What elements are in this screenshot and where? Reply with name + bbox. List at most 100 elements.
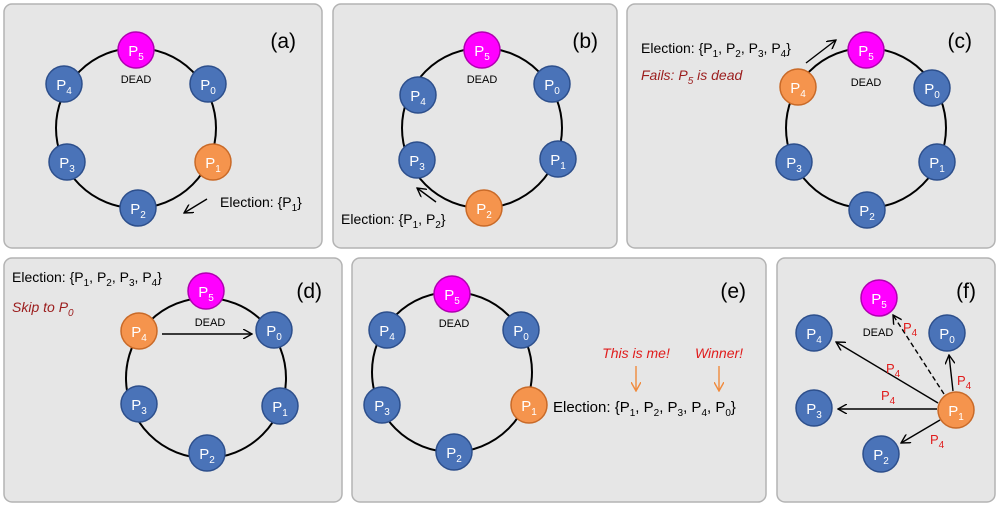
node-p0: P0 (502, 311, 540, 349)
svg-text:P3: P3 (786, 155, 802, 175)
node-p4: P4 (368, 311, 406, 349)
svg-text:P3: P3 (374, 398, 390, 418)
svg-text:P5: P5 (858, 43, 874, 63)
svg-text:P4: P4 (379, 323, 395, 343)
coordinator-arrow-p2 (901, 419, 941, 443)
node-p0: P0 (928, 314, 966, 352)
svg-text:P0: P0 (939, 326, 955, 346)
svg-text:P3: P3 (59, 155, 75, 175)
panel-c: (c) P5 DEAD P0 P4 P1 P3 P2 Election: {P1… (626, 3, 996, 249)
node-p2: P2 (465, 189, 503, 227)
dead-label: DEAD (851, 77, 882, 89)
svg-text:P5: P5 (198, 284, 214, 304)
node-p5: P5 (117, 31, 155, 69)
node-p4: P4 (795, 314, 833, 352)
node-p3: P3 (398, 141, 436, 179)
node-p3: P3 (48, 143, 86, 181)
message-arrow (184, 198, 208, 213)
svg-text:P5: P5 (444, 287, 460, 307)
node-p5: P5 (463, 31, 501, 69)
svg-text:P0: P0 (200, 77, 216, 97)
svg-text:P4: P4 (790, 80, 806, 100)
svg-text:P2: P2 (873, 447, 889, 467)
node-p2: P2 (862, 435, 900, 473)
panel-letter: (a) (270, 30, 296, 53)
edge-label: P4 (886, 361, 901, 380)
svg-text:P1: P1 (521, 398, 537, 418)
panel-b: (b) P5 DEAD P0 P4 P1 P3 P2 Election: {P1… (332, 3, 618, 249)
node-p3: P3 (775, 143, 813, 181)
node-p5: P5 (847, 31, 885, 69)
node-p4: P4 (120, 312, 158, 350)
node-p1: P1 (261, 387, 299, 425)
svg-text:P2: P2 (476, 201, 492, 221)
svg-text:P0: P0 (924, 81, 940, 101)
panel-f: (f) P5 DEAD P0 P4 P3 P2 P1 P4 P4 P4 P4 P… (776, 257, 996, 503)
node-p4: P4 (779, 68, 817, 106)
node-p3: P3 (795, 389, 833, 427)
dead-label: DEAD (467, 74, 498, 86)
skip-note: Skip to P0 (12, 299, 74, 319)
node-p2: P2 (848, 191, 886, 229)
winner-note: Winner! (695, 345, 743, 361)
node-p0: P0 (913, 69, 951, 107)
svg-text:P0: P0 (266, 323, 282, 343)
node-p2: P2 (435, 433, 473, 471)
node-p2: P2 (188, 434, 226, 472)
panel-e: (e) P5 DEAD P0 P4 P1 P3 P2 Election: {P1… (351, 257, 767, 503)
svg-text:P3: P3 (131, 397, 147, 417)
failure-note: Fails: P5 is dead (641, 67, 743, 87)
svg-text:P2: P2 (859, 203, 875, 223)
edge-label: P4 (957, 373, 972, 392)
edge-label: P4 (903, 320, 918, 339)
dead-label: DEAD (121, 74, 152, 86)
message-arrow (417, 188, 437, 203)
svg-text:P1: P1 (948, 403, 964, 423)
node-p1: P1 (918, 143, 956, 181)
svg-text:P4: P4 (56, 77, 72, 97)
svg-text:P2: P2 (199, 446, 215, 466)
svg-text:P4: P4 (131, 324, 147, 344)
election-message: Election: {P1, P2, P3, P4} (12, 269, 162, 289)
svg-text:P4: P4 (806, 326, 822, 346)
svg-text:P0: P0 (513, 323, 529, 343)
message-arrow (805, 40, 836, 64)
node-p5: P5 (860, 279, 898, 317)
edge-label: P4 (881, 388, 896, 407)
svg-text:P3: P3 (806, 401, 822, 421)
svg-text:P2: P2 (130, 201, 146, 221)
node-p4: P4 (45, 65, 83, 103)
node-p4: P4 (399, 76, 437, 114)
election-message: Election: {P1, P2, P3, P4, P0} (553, 399, 736, 419)
svg-text:P5: P5 (128, 43, 144, 63)
node-p1: P1 (510, 386, 548, 424)
dead-label: DEAD (863, 327, 894, 339)
panel-letter: (f) (956, 280, 976, 303)
edge-label: P4 (930, 432, 945, 451)
svg-text:P1: P1 (205, 155, 221, 175)
node-p0: P0 (189, 65, 227, 103)
election-message: Election: {P1} (220, 194, 302, 214)
node-p1: P1 (937, 391, 975, 429)
svg-text:P5: P5 (474, 43, 490, 63)
node-p0: P0 (533, 65, 571, 103)
panel-letter: (d) (296, 280, 322, 303)
node-p3: P3 (120, 385, 158, 423)
coordinator-arrow-p4 (836, 342, 939, 404)
svg-text:P3: P3 (409, 153, 425, 173)
election-message: Election: {P1, P2, P3, P4} (641, 40, 791, 60)
node-p1: P1 (194, 143, 232, 181)
panel-letter: (b) (572, 30, 598, 53)
election-message: Election: {P1, P2} (341, 211, 446, 231)
coordinator-arrow-p0 (949, 355, 953, 392)
svg-text:P1: P1 (550, 152, 566, 172)
svg-text:P1: P1 (929, 155, 945, 175)
node-p5: P5 (187, 272, 225, 310)
svg-text:P2: P2 (446, 445, 462, 465)
this-is-me-note: This is me! (602, 345, 670, 361)
panel-a: (a) P5 DEAD P0 P4 P1 P3 P2 Election: {P1… (3, 3, 323, 249)
svg-text:P0: P0 (544, 77, 560, 97)
node-p5: P5 (433, 275, 471, 313)
node-p0: P0 (255, 311, 293, 349)
